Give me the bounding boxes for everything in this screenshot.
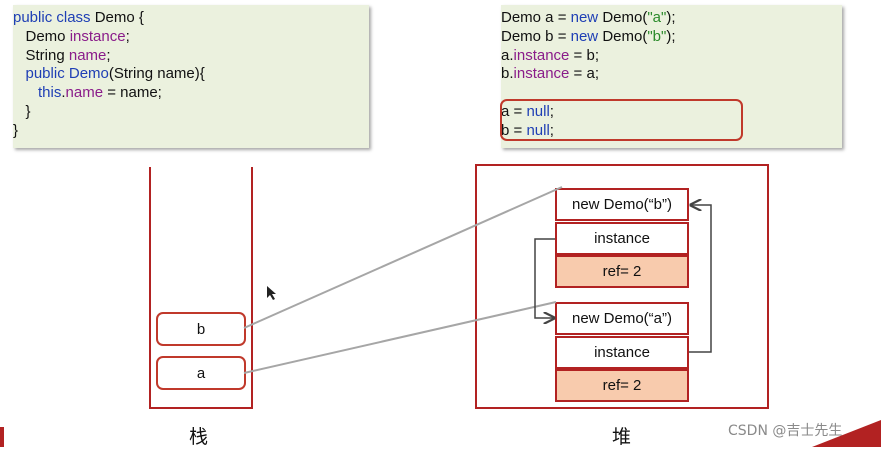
object-a-instance-field: instance bbox=[555, 336, 689, 369]
heap-frame bbox=[475, 164, 769, 409]
class-code-line: } bbox=[13, 122, 369, 141]
code-token: = b; bbox=[569, 46, 599, 64]
null-assignment-highlight bbox=[500, 99, 743, 141]
class-code-line: this.name = name; bbox=[13, 84, 369, 103]
code-token: null bbox=[526, 102, 550, 120]
code-token: "a" bbox=[647, 9, 667, 26]
code-token: Demo a = bbox=[501, 9, 571, 26]
code-token: (String name){ bbox=[108, 65, 205, 83]
code-token: new bbox=[570, 9, 603, 26]
code-token: ); bbox=[666, 27, 676, 45]
class-code-line: } bbox=[13, 103, 369, 122]
pointer-b-to-object-b bbox=[243, 186, 563, 329]
code-token: Demo bbox=[13, 27, 70, 45]
code-token: ; bbox=[106, 46, 111, 64]
code-token: } bbox=[13, 102, 31, 120]
stack-variable-b: b bbox=[156, 312, 246, 346]
code-token: } bbox=[13, 121, 19, 139]
code-token: ; bbox=[125, 27, 130, 45]
object-b-title: new Demo(“b”) bbox=[555, 188, 689, 221]
code-token: a = bbox=[501, 102, 527, 120]
code-token: Demo( bbox=[602, 9, 648, 26]
code-token: a. bbox=[501, 46, 514, 64]
code-token: instance bbox=[513, 46, 570, 64]
code-token: name bbox=[68, 46, 107, 64]
heap-label: 堆 bbox=[612, 426, 632, 448]
code-token: = a; bbox=[569, 65, 599, 83]
class-code-line: public class Demo { bbox=[13, 9, 369, 28]
code-token: public bbox=[13, 65, 69, 83]
usage-code-line: a.instance = b; bbox=[501, 47, 842, 66]
object-b-ref-count: ref= 2 bbox=[555, 255, 689, 288]
usage-code: Demo a = new Demo("a");Demo b = new Demo… bbox=[501, 5, 842, 148]
stack-variable-a: a bbox=[156, 356, 246, 390]
object-a-title: new Demo(“a”) bbox=[555, 302, 689, 335]
usage-code-line: Demo b = new Demo("b"); bbox=[501, 28, 842, 47]
code-token: b. bbox=[501, 65, 514, 83]
code-token: . bbox=[61, 84, 66, 102]
usage-code-line: b.instance = a; bbox=[501, 65, 842, 84]
usage-code-line: b = null; bbox=[501, 122, 842, 141]
code-token: b = bbox=[501, 121, 527, 139]
code-token: "b" bbox=[647, 27, 667, 45]
class-code-line: String name; bbox=[13, 47, 369, 66]
code-token: name bbox=[65, 84, 104, 102]
code-token: Demo b = bbox=[501, 27, 571, 45]
code-token: Demo { bbox=[94, 9, 144, 26]
cursor-icon bbox=[267, 286, 276, 300]
code-token: ); bbox=[666, 9, 676, 26]
instance-b-to-object-a-arrow bbox=[534, 238, 555, 318]
code-token: this bbox=[13, 84, 62, 102]
code-token: ; bbox=[549, 102, 554, 120]
code-token: instance bbox=[69, 27, 126, 45]
object-a-ref-count: ref= 2 bbox=[555, 369, 689, 402]
code-token: Demo bbox=[68, 65, 109, 83]
code-token: ; bbox=[549, 121, 554, 139]
code-token: instance bbox=[513, 65, 570, 83]
class-code-line: public Demo(String name){ bbox=[13, 65, 369, 84]
usage-code-line: a = null; bbox=[501, 103, 842, 122]
code-token: new bbox=[570, 27, 603, 45]
usage-code-line: Demo a = new Demo("a"); bbox=[501, 9, 842, 28]
code-token: = name; bbox=[103, 84, 162, 102]
code-token: public class bbox=[13, 9, 95, 26]
code-token: Demo( bbox=[602, 27, 648, 45]
instance-a-to-object-b-arrow bbox=[689, 205, 712, 353]
stack-frame bbox=[149, 167, 253, 409]
pointer-a-to-object-a bbox=[243, 301, 557, 374]
object-b-instance-field: instance bbox=[555, 222, 689, 255]
code-token: null bbox=[526, 121, 550, 139]
class-code-line: Demo instance; bbox=[13, 28, 369, 47]
watermark: CSDN @吉士先生 bbox=[728, 423, 843, 439]
code-token: String bbox=[13, 46, 69, 64]
demo-class-code: public class Demo { Demo instance; Strin… bbox=[13, 5, 369, 148]
stack-label: 栈 bbox=[189, 426, 209, 448]
